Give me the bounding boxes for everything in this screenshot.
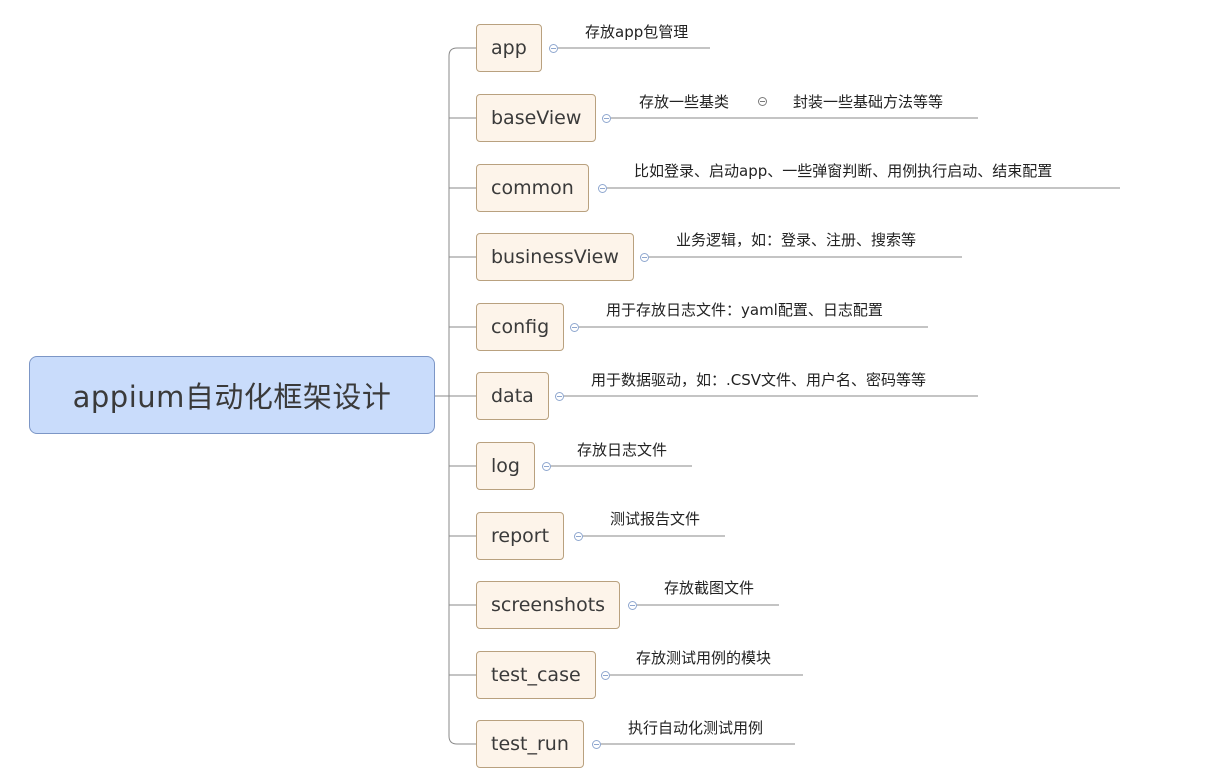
collapse-toggle-icon[interactable] [598,184,607,193]
collapse-toggle-icon[interactable] [640,253,649,262]
collapse-toggle-icon[interactable] [758,97,767,106]
collapse-toggle-icon[interactable] [542,462,551,471]
topic-label: config [491,316,550,338]
connector-line [448,735,476,745]
note-common: 比如登录、启动app、一些弹窗判断、用例执行启动、结束配置 [634,162,1053,180]
topic-label: app [491,37,527,59]
topic-data[interactable]: data [476,372,549,420]
root-topic[interactable]: appium自动化框架设计 [29,356,435,434]
note-baseview: 存放一些基类 [639,93,730,111]
topic-label: businessView [491,246,619,268]
topic-label: report [491,525,550,547]
collapse-toggle-icon[interactable] [549,44,558,53]
collapse-toggle-icon[interactable] [601,671,610,680]
note-baseview-detail: 封装一些基础方法等等 [793,93,944,111]
topic-config[interactable]: config [476,303,565,351]
connector-line [448,47,476,57]
collapse-toggle-icon[interactable] [574,532,583,541]
topic-businessview[interactable]: businessView [476,233,634,281]
note-businessview: 业务逻辑，如：登录、注册、搜索等 [676,231,917,249]
note-log: 存放日志文件 [577,441,668,459]
collapse-toggle-icon[interactable] [570,323,579,332]
note-test-case: 存放测试用例的模块 [636,649,772,667]
topic-label: baseView [491,107,582,129]
topic-label: log [491,455,520,477]
topic-screenshots[interactable]: screenshots [476,581,621,629]
topic-test-run[interactable]: test_run [476,720,584,768]
topic-test-case[interactable]: test_case [476,651,596,699]
topic-log[interactable]: log [476,442,535,490]
note-screenshots: 存放截图文件 [664,579,755,597]
root-topic-label: appium自动化框架设计 [72,380,392,414]
note-test-run: 执行自动化测试用例 [628,719,764,737]
topic-label: test_run [491,733,569,755]
topic-report[interactable]: report [476,512,565,560]
note-config: 用于存放日志文件：yaml配置、日志配置 [606,301,883,319]
note-report: 测试报告文件 [610,510,701,528]
collapse-toggle-icon[interactable] [555,392,564,401]
note-data: 用于数据驱动，如：.CSV文件、用户名、密码等等 [591,371,927,389]
note-app: 存放app包管理 [585,23,689,41]
collapse-toggle-icon[interactable] [628,601,637,610]
topic-label: data [491,385,534,407]
topic-app[interactable]: app [476,24,542,72]
topic-baseview[interactable]: baseView [476,94,597,142]
collapse-toggle-icon[interactable] [592,740,601,749]
topic-common[interactable]: common [476,164,589,212]
topic-label: screenshots [491,594,606,616]
collapse-toggle-icon[interactable] [602,114,611,123]
topic-label: test_case [491,664,581,686]
topic-label: common [491,177,574,199]
